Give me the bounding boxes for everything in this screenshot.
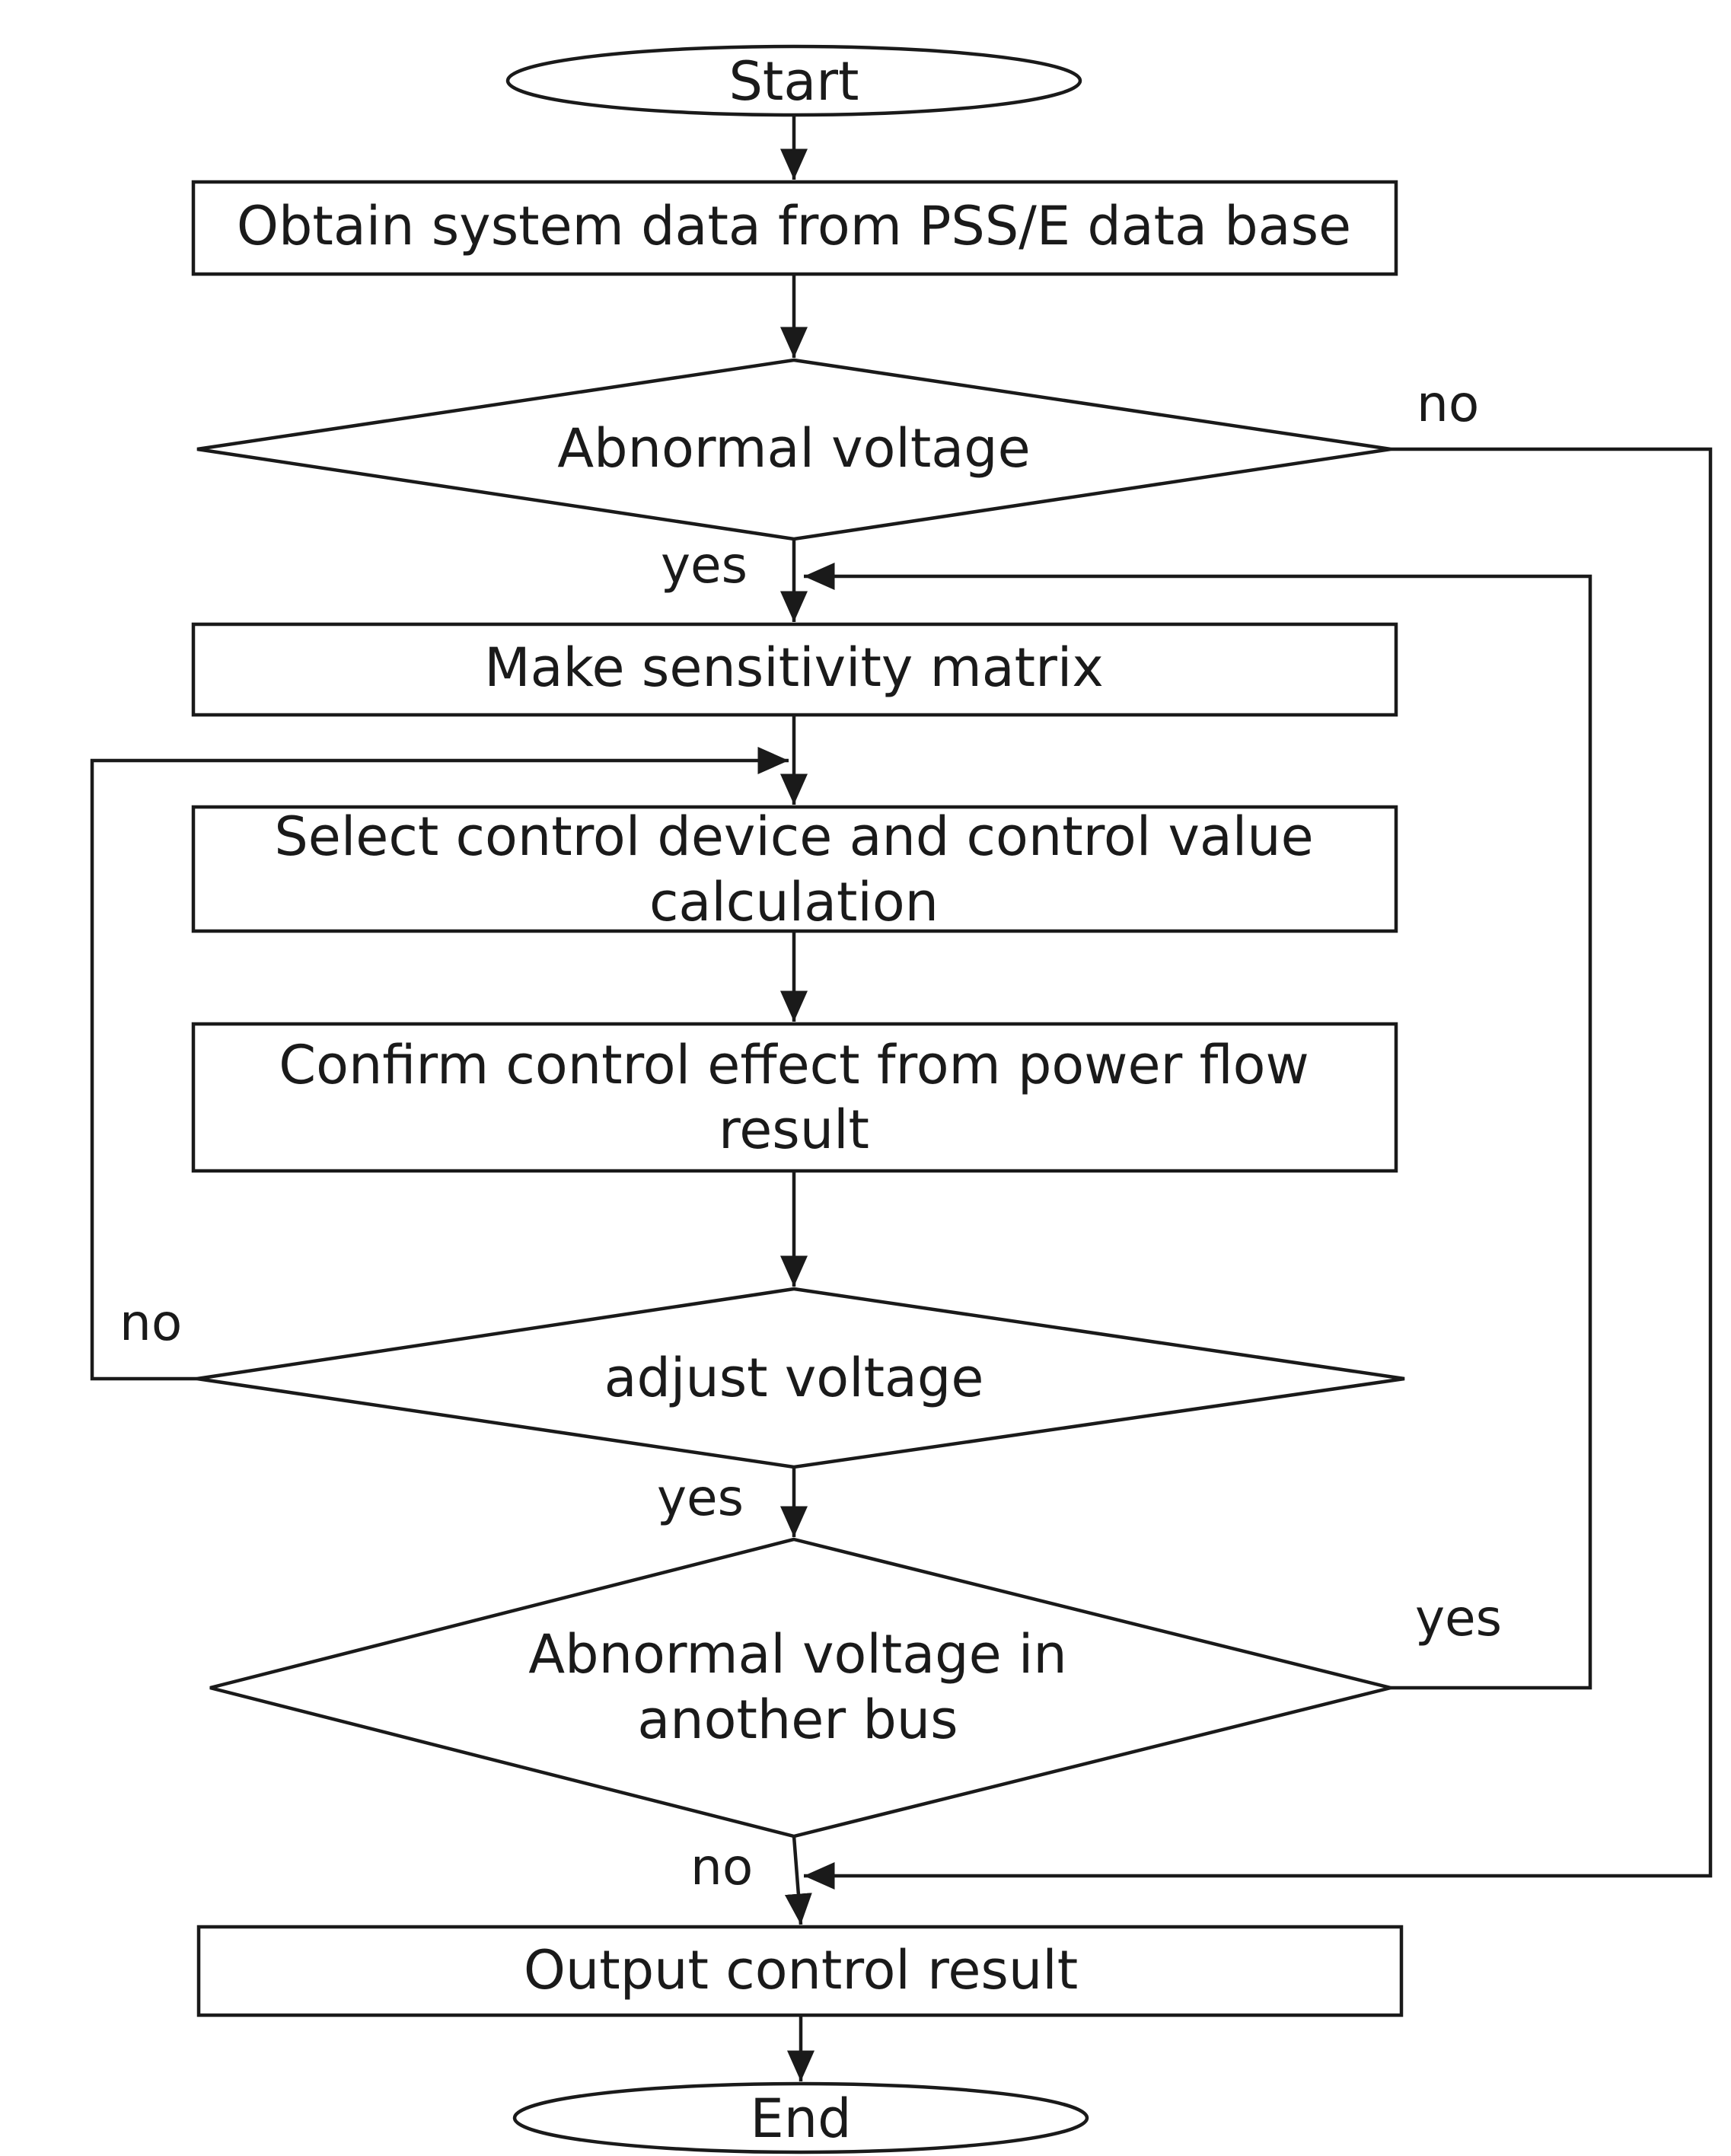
edge-label-another-bus-no: no — [690, 1838, 753, 1896]
make-matrix-label: Make sensitivity matrix — [484, 636, 1104, 699]
arrow-another-bus-yes-loop — [804, 563, 1592, 1690]
abnormal-voltage-label: Abnormal voltage — [557, 417, 1030, 480]
another-bus-label-line2: another bus — [637, 1689, 958, 1751]
end-terminal: End — [512, 2081, 1089, 2154]
output-result-process: Output control result — [196, 1925, 1404, 2017]
end-label: End — [750, 2087, 851, 2150]
another-bus-label-line1: Abnormal voltage in — [528, 1623, 1066, 1686]
edge-label-abnormal-yes: yes — [661, 536, 748, 595]
abnormal-voltage-decision: Abnormal voltage — [196, 358, 1391, 541]
edge-label-adjust-yes: yes — [657, 1469, 744, 1527]
make-matrix-process: Make sensitivity matrix — [191, 622, 1398, 717]
start-label: Start — [728, 50, 859, 113]
obtain-data-label: Obtain system data from PSS/E data base — [237, 195, 1351, 257]
confirm-effect-label-line1: Confirm control effect from power flow — [279, 1034, 1309, 1096]
edge-label-adjust-no: no — [120, 1293, 182, 1352]
select-control-process: Select control device and control value … — [191, 805, 1398, 933]
obtain-data-process: Obtain system data from PSS/E data base — [191, 180, 1398, 276]
confirm-effect-label-line2: result — [719, 1099, 869, 1161]
another-bus-decision: Abnormal voltage in another bus — [209, 1537, 1391, 1839]
arrow-another-bus-no-to-output — [784, 1835, 812, 1925]
edge-label-abnormal-no: no — [1417, 375, 1479, 433]
edge-label-another-bus-yes: yes — [1415, 1589, 1502, 1647]
arrow-abnormal-no-to-output — [804, 447, 1713, 1890]
adjust-voltage-label: adjust voltage — [604, 1347, 984, 1409]
select-control-label-line2: calculation — [649, 871, 939, 933]
adjust-voltage-decision: adjust voltage — [196, 1287, 1405, 1469]
arrow-adjust-no-loop — [90, 747, 789, 1381]
start-terminal: Start — [505, 44, 1082, 117]
select-control-label-line1: Select control device and control value — [274, 805, 1313, 868]
confirm-effect-process: Confirm control effect from power flow r… — [191, 1022, 1398, 1173]
output-result-label: Output control result — [524, 1939, 1078, 2001]
